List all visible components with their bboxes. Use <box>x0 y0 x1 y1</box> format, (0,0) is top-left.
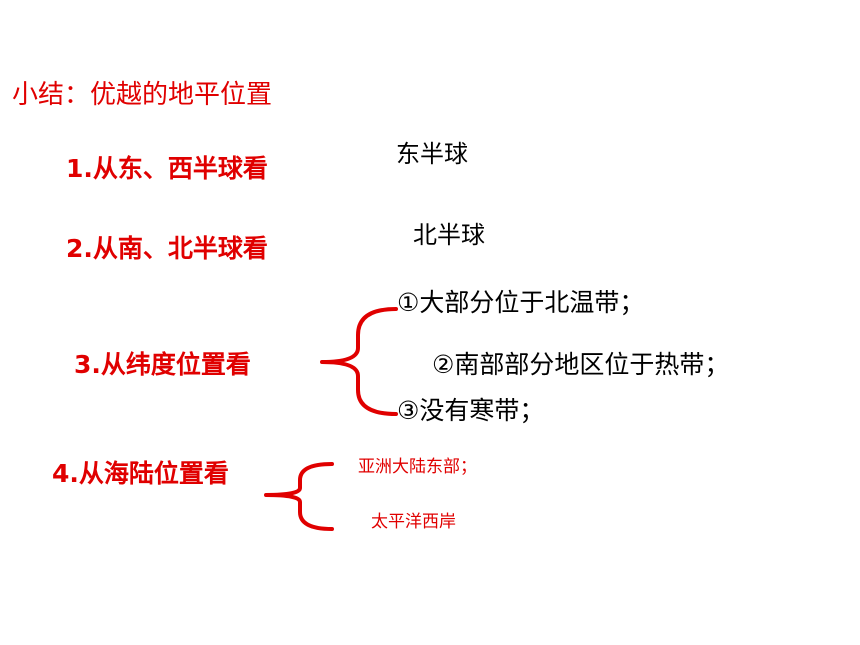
section-3-heading: 3.从纬度位置看 <box>74 350 251 379</box>
section-4-answer-1: 亚洲大陆东部； <box>358 457 477 477</box>
section-2-answer: 北半球 <box>413 221 485 249</box>
section-3-answer-2: ②南部部分地区位于热带； <box>432 350 730 379</box>
section-4-brace <box>264 462 334 531</box>
section-1-heading: 1.从东、西半球看 <box>66 154 268 183</box>
section-4-heading: 4.从海陆位置看 <box>52 459 229 488</box>
section-3-answer-1: ①大部分位于北温带； <box>397 288 645 317</box>
section-3-brace <box>320 307 398 416</box>
summary-title: 小结：优越的地平位置 <box>12 80 273 110</box>
section-1-answer: 东半球 <box>396 140 468 168</box>
section-3-answer-3: ③没有寒带； <box>397 396 545 425</box>
section-4-answer-2: 太平洋西岸 <box>371 512 456 532</box>
section-2-heading: 2.从南、北半球看 <box>66 234 268 263</box>
